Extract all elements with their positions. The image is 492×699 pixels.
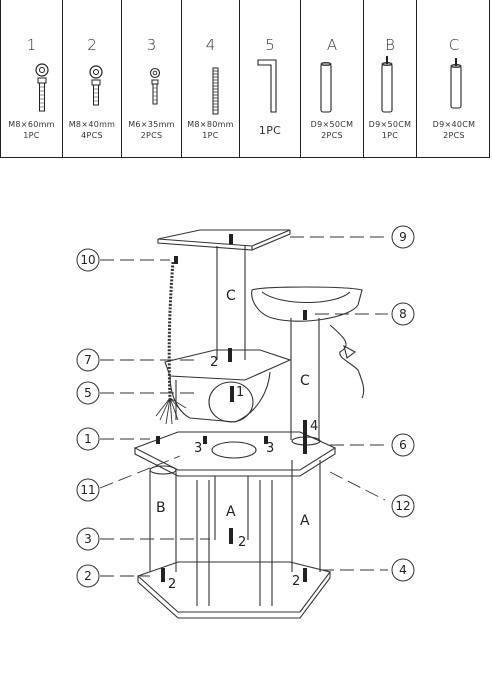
post-icon bbox=[381, 56, 393, 113]
parts-table: 1 M8×60mm 1PC 2 M8×40mm 4PCS bbox=[0, 0, 490, 158]
sisal-rope bbox=[167, 261, 175, 401]
middle-platform bbox=[164, 349, 292, 381]
callout-11: 11 bbox=[80, 483, 95, 497]
hammock bbox=[251, 286, 363, 322]
part-number: 1 bbox=[26, 36, 37, 54]
part-spec: D9×50CM bbox=[310, 120, 354, 129]
part-spec: M8×40mm bbox=[68, 120, 116, 129]
right-post-c bbox=[290, 318, 320, 440]
bolt-icon bbox=[149, 67, 161, 105]
callout-1: 1 bbox=[84, 432, 92, 446]
callout-4: 4 bbox=[399, 563, 407, 577]
threaded-rod-icon bbox=[212, 67, 219, 115]
right-post-a bbox=[291, 460, 321, 572]
callout-5: 5 bbox=[84, 386, 92, 400]
part-number: 5 bbox=[265, 36, 275, 54]
part-qty: 1PC bbox=[258, 124, 282, 137]
bottom-base bbox=[136, 561, 331, 613]
post-icon bbox=[450, 58, 462, 109]
part-qty: 1PC bbox=[23, 131, 40, 140]
middle-hole bbox=[208, 381, 254, 423]
callout-6: 6 bbox=[399, 438, 407, 452]
part-spec: M8×60mm bbox=[8, 120, 55, 129]
screw-mark: 3 bbox=[194, 441, 202, 456]
part-spec: D9×40CM bbox=[432, 120, 476, 129]
part-cell-a: A D9×50CM 2PCS bbox=[301, 0, 364, 157]
screw-mark: 4 bbox=[310, 419, 318, 434]
callout-8: 8 bbox=[399, 307, 407, 321]
callout-10: 10 bbox=[80, 253, 95, 267]
post-label-right-a: A bbox=[300, 513, 310, 529]
part-cell-b: B D9×50CM 1PC bbox=[364, 0, 417, 157]
screw-mark: 1 bbox=[236, 385, 244, 400]
part-qty: 4PCS bbox=[81, 131, 103, 140]
part-qty: 2PCS bbox=[140, 131, 163, 140]
part-number: 3 bbox=[146, 36, 157, 54]
screw-mark: 2 bbox=[292, 574, 300, 589]
center-post-a bbox=[214, 476, 249, 540]
part-cell-5: 5 1PC bbox=[240, 0, 301, 157]
callout-2: 2 bbox=[84, 569, 92, 583]
part-spec: M6×35mm bbox=[128, 120, 175, 129]
screw-mark: 2 bbox=[238, 535, 246, 550]
part-qty: 2PCS bbox=[321, 131, 343, 140]
post-label-right-c: C bbox=[300, 373, 310, 389]
part-number: B bbox=[385, 36, 395, 54]
part-number: 4 bbox=[205, 36, 216, 54]
allen-key-icon bbox=[257, 59, 277, 113]
top-post-c bbox=[216, 246, 246, 360]
part-qty: 2PCS bbox=[443, 131, 465, 140]
part-cell-3: 3 M6×35mm 2PCS bbox=[122, 0, 182, 157]
post-icon bbox=[320, 61, 332, 113]
screw-mark: 3 bbox=[266, 441, 274, 456]
top-platform bbox=[157, 229, 291, 247]
callout-12: 12 bbox=[395, 499, 410, 513]
callout-9: 9 bbox=[399, 230, 407, 244]
bolt-icon bbox=[35, 63, 49, 112]
callout-3: 3 bbox=[84, 532, 92, 546]
part-spec: M8×80mm bbox=[187, 120, 234, 129]
part-number: A bbox=[326, 36, 338, 54]
bolt-icon bbox=[89, 65, 103, 106]
part-cell-c: C D9×40CM 2PCS bbox=[417, 0, 491, 157]
part-qty: 1PC bbox=[202, 131, 219, 140]
part-cell-4: 4 M8×80mm 1PC bbox=[182, 0, 240, 157]
callout-7: 7 bbox=[84, 353, 92, 367]
post-label-center-a: A bbox=[226, 504, 236, 520]
part-number: 2 bbox=[87, 36, 97, 54]
part-qty: 1PC bbox=[381, 131, 399, 140]
post-label-left-b: B bbox=[156, 500, 166, 516]
part-spec: D9×50CM bbox=[368, 120, 412, 129]
screw-mark: 2 bbox=[168, 577, 176, 592]
screw-mark: 2 bbox=[210, 355, 218, 370]
part-cell-1: 1 M8×60mm 1PC bbox=[1, 0, 63, 157]
part-cell-2: 2 M8×40mm 4PCS bbox=[63, 0, 122, 157]
part-number: C bbox=[448, 36, 460, 54]
post-label-top-c: C bbox=[226, 288, 236, 304]
left-post-b bbox=[149, 470, 177, 572]
